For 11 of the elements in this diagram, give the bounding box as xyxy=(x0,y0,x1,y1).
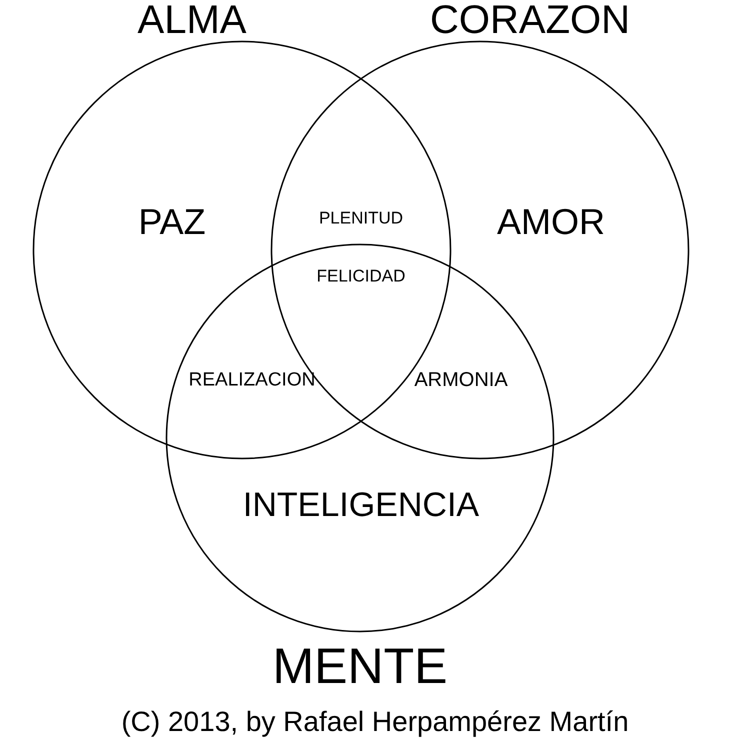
region-label: ARMONIA xyxy=(414,370,508,390)
region-label: PLENITUD xyxy=(318,210,404,226)
region-label: AMOR xyxy=(497,204,605,240)
region-label: PAZ xyxy=(138,204,206,240)
region-label: INTELIGENCIA xyxy=(242,488,480,522)
circle-heading: CORAZON xyxy=(430,0,630,40)
circle-heading: MENTE xyxy=(272,641,448,681)
region-label: REALIZACION xyxy=(188,370,316,390)
region-label: (C) 2013, by Rafael Herpampérez Martín xyxy=(121,708,629,736)
region-label: FELICIDAD xyxy=(316,268,406,284)
circle-heading: ALMA xyxy=(138,0,246,40)
